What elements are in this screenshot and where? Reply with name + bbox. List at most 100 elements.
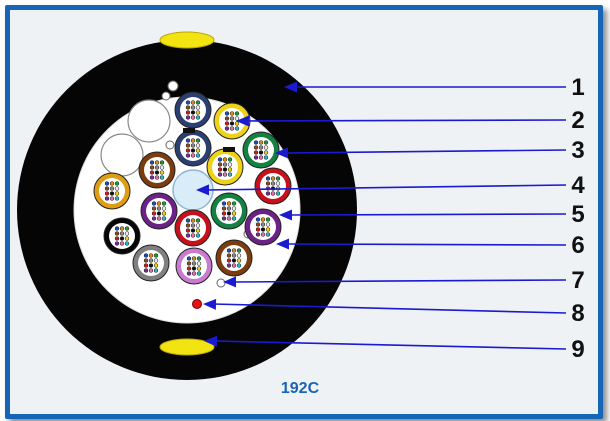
fiber [120,237,124,241]
loose-tube-green [243,132,279,168]
fiber [235,112,239,116]
filler-rod [101,134,143,176]
fiber [125,242,129,246]
fiber [222,207,226,211]
fiber [261,223,265,227]
fiber [264,156,268,160]
fiber [256,223,260,227]
callout-arrow-1: 1 [284,74,585,101]
fiber [160,171,164,175]
fiber [222,202,226,206]
fiber [162,207,166,211]
fiber [254,141,258,145]
small-filler [166,141,174,149]
fiber [259,156,263,160]
fiber [144,259,148,263]
fiber [196,144,200,148]
fiber [115,237,119,241]
fiber [150,176,154,180]
fiber [276,192,280,196]
fiber [120,242,124,246]
fiber [162,202,166,206]
fiber [157,207,161,211]
fiber [110,187,114,191]
fiber [232,259,236,263]
fiber [157,212,161,216]
fiber [266,233,270,237]
fiber [125,232,129,236]
fiber [227,264,231,268]
fiber [218,173,222,177]
fiber [237,254,241,258]
fiber [191,139,195,143]
fiber [155,161,159,165]
fiber [196,111,200,115]
tube-spacer [183,128,195,133]
fiber [144,269,148,273]
fiber [105,187,109,191]
fiber [196,139,200,143]
fiber [264,151,268,155]
fiber [266,218,270,222]
fiber [197,272,201,276]
fiber [115,192,119,196]
cable-model-caption: 192C [200,380,400,398]
loose-tube-red [175,210,211,246]
loose-tube-orange [94,173,130,209]
fiber [261,218,265,222]
fiber [222,212,226,216]
loose-tube-pink [176,248,212,284]
fiber [228,173,232,177]
fiber [150,161,154,165]
loose-tube-brown [139,152,175,188]
fiber [225,122,229,126]
small-filler [168,81,178,91]
fiber [264,141,268,145]
fiber [115,182,119,186]
small-filler [162,92,170,100]
loose-tube-brown [216,240,252,276]
callout-number-3: 3 [571,137,584,164]
fiber [196,154,200,158]
fiber [232,249,236,253]
callout-number-7: 7 [571,267,584,294]
fiber [223,158,227,162]
fiber [187,262,191,266]
fiber [261,228,265,232]
fiber [152,217,156,221]
fiber [162,212,166,216]
fiber [150,171,154,175]
fiber [105,182,109,186]
fiber [218,158,222,162]
fiber [154,264,158,268]
fiber [186,139,190,143]
loose-tube-gray [133,245,169,281]
fiber [196,224,200,228]
fiber [227,202,231,206]
fiber [276,182,280,186]
fiber [115,187,119,191]
fiber [232,212,236,216]
fiber [197,262,201,266]
fiber [266,223,270,227]
fiber [105,192,109,196]
fiber [186,101,190,105]
fiber [186,154,190,158]
callout-number-8: 8 [571,300,584,327]
fiber [191,111,195,115]
fiber [191,144,195,148]
fiber [266,192,270,196]
fiber [259,151,263,155]
fiber [187,257,191,261]
fiber [223,168,227,172]
fiber [196,116,200,120]
arrow-line [286,244,566,245]
callout-number-1: 1 [571,74,584,101]
fiber [197,267,201,271]
fiber [149,254,153,258]
loose-tube-yellow [207,149,243,185]
fiber [225,117,229,121]
callout-number-4: 4 [571,172,585,199]
fiber [232,217,236,221]
fiber [196,106,200,110]
